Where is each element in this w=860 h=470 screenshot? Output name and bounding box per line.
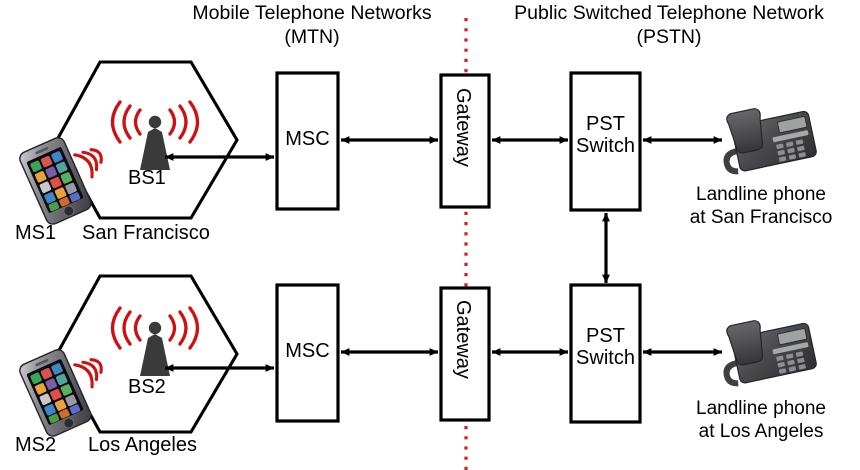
box-label-gateway-2: Gateway [452, 300, 474, 379]
pst-switch-2-line2: Switch [576, 347, 635, 369]
box-label-msc-1: MSC [285, 128, 330, 150]
landline-la-line1: Landline phone [696, 398, 826, 419]
pst-switch-1-line2: Switch [576, 135, 635, 157]
label-ms1: MS1 [15, 222, 57, 244]
box-msc-2 [275, 283, 340, 423]
landline-phone-los-angeles [723, 320, 817, 387]
label-ms2: MS2 [15, 434, 57, 456]
signal-waves-bs2 [110, 306, 200, 350]
box-label-gateway-1: Gateway [452, 88, 474, 167]
caption-landline-los-angeles: Landline phone at Los Angeles [663, 397, 859, 443]
box-label-msc-2: MSC [285, 340, 330, 362]
title-pstn-line2: (PSTN) [636, 25, 702, 48]
landline-phone-san-francisco [723, 108, 817, 175]
landline-sf-line1: Landline phone [696, 184, 826, 205]
title-mtn-line1: Mobile Telephone Networks [192, 2, 432, 24]
box-label-pst-switch-2: PST Switch [568, 325, 643, 369]
signal-waves-bs1 [110, 100, 200, 144]
label-bs2: BS2 [128, 376, 166, 398]
pst-switch-1-line1: PST [586, 113, 625, 135]
label-bs1: BS1 [128, 167, 166, 189]
base-station-tower-bs2 [140, 321, 170, 376]
box-label-pst-switch-1: PST Switch [568, 113, 643, 157]
label-cell-san-francisco: San Francisco [82, 222, 210, 244]
pst-switch-2-line1: PST [586, 325, 625, 347]
title-mtn: Mobile Telephone Networks (MTN) [172, 2, 452, 50]
title-mtn-line2: (MTN) [284, 25, 340, 48]
box-gateway-1 [439, 73, 491, 209]
mobile-phone-ms2 [19, 349, 92, 437]
box-pst-switch-2 [569, 283, 642, 424]
signal-waves-ms1 [73, 148, 103, 179]
base-station-tower-bs1 [140, 115, 170, 170]
landline-sf-line2: at San Francisco [689, 207, 833, 229]
signal-waves-ms2 [73, 358, 103, 389]
box-msc-1 [275, 71, 340, 211]
title-pstn: Public Switched Telephone Network (PSTN) [484, 2, 854, 50]
landline-la-line2: at Los Angeles [698, 421, 824, 443]
box-pst-switch-1 [569, 71, 642, 212]
mobile-phone-ms1 [19, 137, 92, 225]
box-gateway-2 [439, 286, 491, 422]
title-pstn-line1: Public Switched Telephone Network [514, 2, 824, 24]
caption-landline-san-francisco: Landline phone at San Francisco [663, 183, 859, 229]
label-cell-los-angeles: Los Angeles [88, 434, 197, 456]
